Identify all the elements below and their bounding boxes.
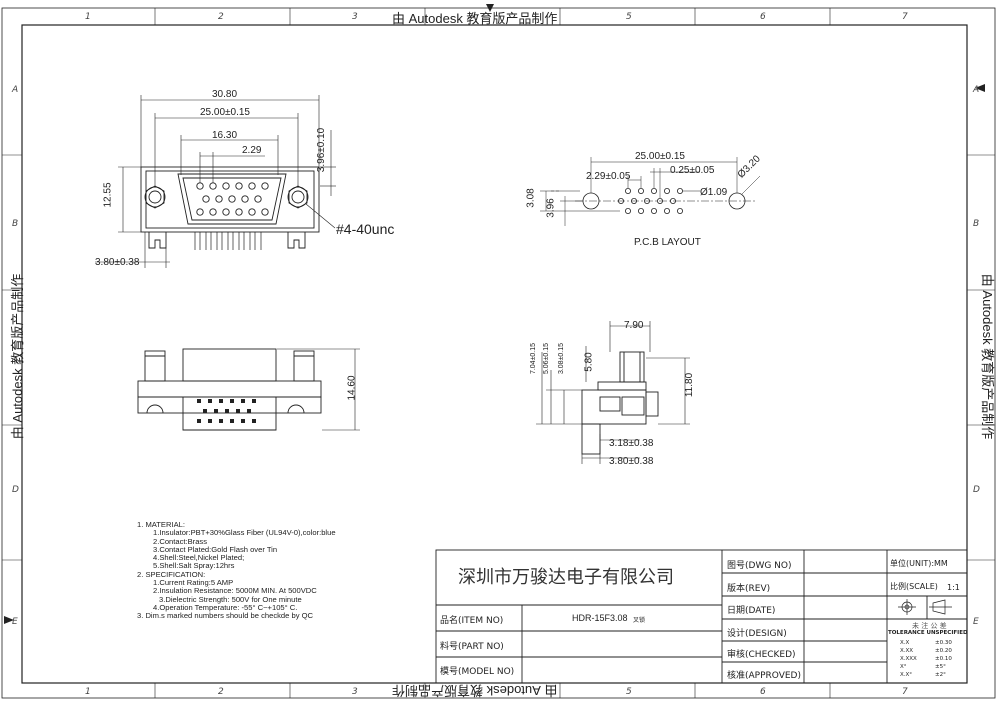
model-no-label: 模号(MODEL NO) [440,667,515,677]
note-line: 3.Contact Plated:Gold Flash over Tin [153,544,278,554]
zone-number: 6 [760,687,766,697]
company-name: 深圳市万骏达电子有限公司 [458,567,674,588]
zone-letter: E [973,617,979,627]
tolerance-fmt: X.X° [900,672,913,678]
dim-side-11-80: 11.80 [684,372,696,398]
dim-pcb-pin-dia: Ø1.09 [700,187,728,198]
zone-number: 7 [902,12,908,22]
date-label: 日期(DATE) [727,606,776,616]
zone-letter: E [12,617,18,627]
approved-label: 核准(APPROVED) [727,671,801,681]
watermark-left: 由 Autodesk 教育版产品制作 [10,273,26,440]
dim-side-7-04: 7.04±0.15 [530,342,538,375]
note-line: 3. Dim.s marked numbers should be checkd… [137,611,313,621]
thread-callout: #4-40unc [336,221,395,237]
watermark-right: 由 Autodesk 教育版产品制作 [980,273,996,440]
zone-number: 5 [626,687,632,697]
dim-pcb-hole-spacing: 25.00±0.15 [635,151,685,162]
note-line: 4.Operation Temperature: -55° C~+105° C. [153,602,298,612]
zone-number: 2 [218,12,224,22]
dwg-no-label: 图号(DWG NO) [727,561,792,571]
zone-number: 3 [352,687,358,697]
dim-total-height: 14.60 [346,375,358,401]
zone-letter: B [12,219,19,229]
design-label: 设计(DESIGN) [727,629,787,639]
scale-value: 1:1 [947,583,960,592]
rev-label: 版本(REV) [727,584,771,594]
dim-height: 12.55 [102,182,114,208]
dim-hole-spacing: 25.00±0.15 [200,107,250,118]
zone-number: 1 [85,12,91,22]
tolerance-val: ±0.30 [935,640,952,646]
tolerance-val: ±0.10 [935,656,952,662]
zone-letter: A [12,85,19,95]
tolerance-val: ±5° [935,664,946,670]
unit-label: 单位(UNIT):MM [890,559,948,568]
dim-side-3-18: 3.18±0.38 [609,438,654,449]
tolerance-fmt: X.X [900,640,910,646]
zone-letter: D [973,485,980,495]
item-no-label: 品名(ITEM NO) [440,616,504,626]
dim-side-3-08: 3.08±0.15 [558,342,566,375]
zone-letter: D [12,485,19,495]
zone-number: 5 [626,12,632,22]
note-line: 1.Current Rating:5 AMP [153,578,234,588]
note-line: 2.Contact:Brass [153,536,208,546]
tolerance-fmt: X.XXX [900,656,917,662]
tolerance-title: 未 注 公 差 [912,622,947,630]
dim-pcb-row-offset: 3.96 [545,198,557,218]
dim-side-3-80: 3.80±0.38 [609,456,654,467]
dim-shell-width: 16.30 [212,130,238,141]
part-no-label: 料号(PART NO) [440,642,504,652]
zone-number: 7 [902,687,908,697]
dim-pin-pitch: 2.29 [242,145,262,156]
tolerance-val: ±2° [935,672,946,678]
technical-notes: 1. MATERIAL: 1.Insulator:PBT+30%Glass Fi… [137,520,336,621]
item-no-value: HDR-15F3.08 [572,613,628,623]
zone-number: 1 [85,687,91,697]
dim-leg-offset: 3.80±0.38 [95,257,140,268]
dim-pcb-pitch: 2.29±0.05 [586,171,631,182]
note-line: 2. SPECIFICATION: [137,569,206,579]
zone-number: 2 [218,687,224,697]
tolerance-fmt: X.XX [900,648,914,654]
dim-side-5-80: 5.80 [583,352,595,372]
note-line: 4.Shell:Steel,Nickel Plated; [153,553,245,563]
tolerance-fmt: X° [900,664,907,670]
zone-number: 3 [352,12,358,22]
dim-side-5-06: 5.06±0.15 [543,342,551,375]
note-line: 3.Dielectric Strength: 500V for One minu… [159,594,302,604]
zone-number: 6 [760,12,766,22]
scale-label: 比例(SCALE) [890,582,938,591]
checked-label: 审核(CHECKED) [727,650,796,660]
pcb-layout-caption: P.C.B LAYOUT [634,237,701,248]
zone-letter: A [973,85,980,95]
dim-side-width: 7.90 [624,320,644,331]
note-line: 1.Insulator:PBT+30%Glass Fiber (UL94V-0)… [153,528,336,538]
tolerance-subtitle: TOLERANCE UNSPECIFIED [888,630,968,636]
note-line: 1. MATERIAL: [137,520,185,529]
tolerance-val: ±0.20 [935,648,952,654]
dim-pcb-offset: 0.25±0.05 [670,165,715,176]
note-line: 5.Shell:Salt Spray:12hrs [153,561,235,571]
dim-pcb-row-spacing: 3.08 [525,188,537,208]
zone-letter: B [973,219,980,229]
dim-overall-width: 30.80 [212,89,238,100]
item-no-suffix: 叉锁 [633,617,646,624]
dim-row-offset: 3.96±0.10 [316,127,328,173]
watermark-top: 由 Autodesk 教育版产品制作 [392,11,558,26]
watermark-bottom: 由 Autodesk 教育版产品制作 [392,683,558,698]
note-line: 2.Insulation Resistance: 5000M MIN. At 5… [153,586,317,596]
